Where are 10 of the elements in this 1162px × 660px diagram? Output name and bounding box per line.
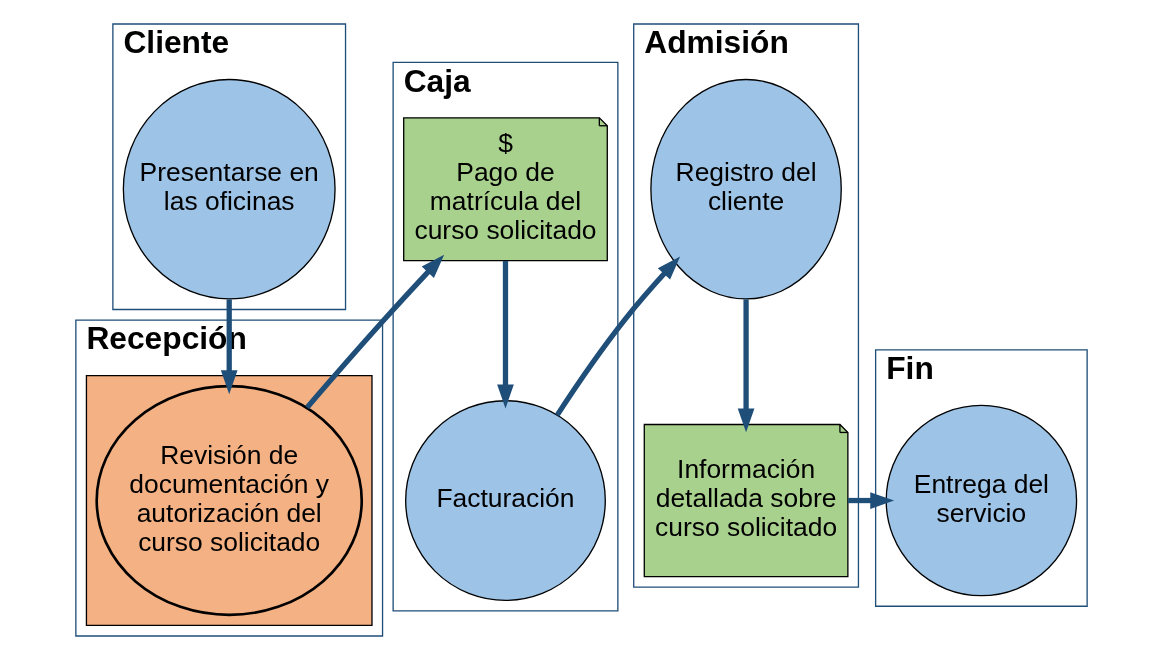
arrow xyxy=(737,299,754,433)
node-circle: Facturación xyxy=(404,400,606,601)
arrow xyxy=(554,256,680,417)
node-ellipse: Registro del cliente xyxy=(649,78,842,300)
node-ellipse: Revisión de documentación y autorización del curso solicitado xyxy=(94,384,363,617)
node-circle: Entrega del servicio xyxy=(885,404,1077,597)
arrow xyxy=(304,254,444,410)
node-circle: Presentarse en las oficinas xyxy=(122,78,336,300)
arrow xyxy=(496,260,514,409)
arrow xyxy=(847,492,894,509)
